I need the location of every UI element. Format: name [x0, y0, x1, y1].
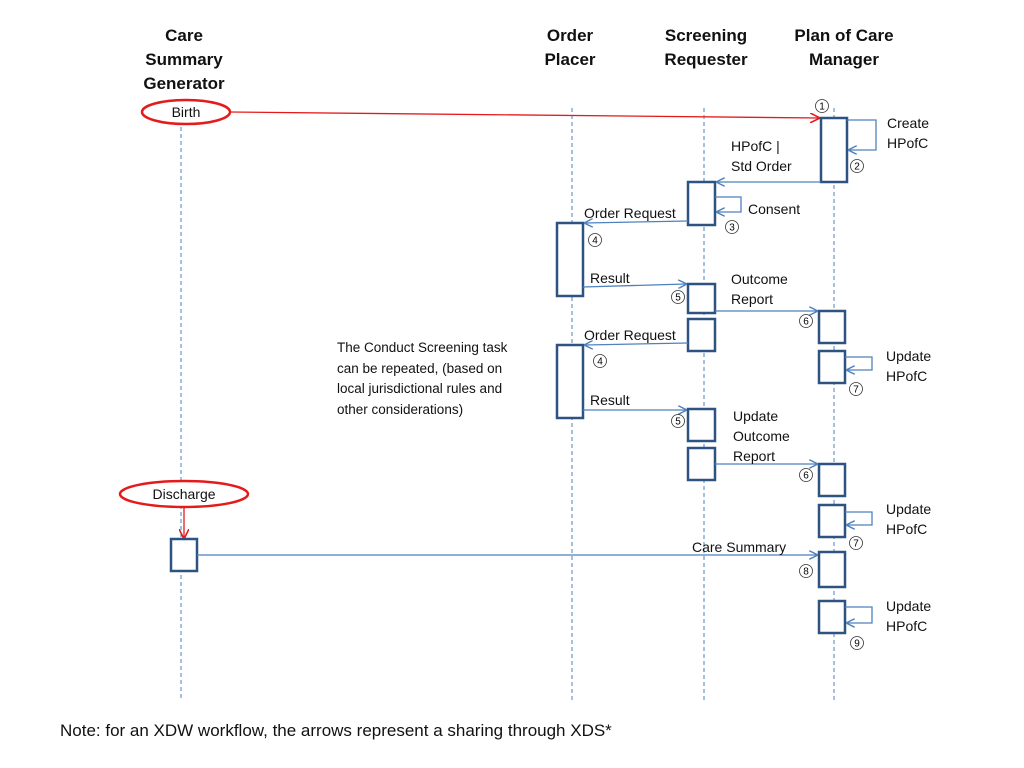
step-5-marker: 5	[671, 414, 685, 428]
update-hpofc-label: Update HPofC	[886, 501, 932, 537]
lifeline-header-order-placer: Order Placer	[544, 26, 596, 69]
birth-arrow	[229, 111, 819, 118]
order-request-label: Order Request	[584, 205, 676, 221]
step-8-marker: 8	[799, 564, 813, 578]
step-number: 9	[854, 639, 860, 650]
create-hpofc-label: Create HPofC	[887, 115, 930, 151]
arrow-order-request	[585, 221, 689, 223]
update-hpofc-label: Update HPofC	[886, 348, 932, 384]
step-number: 3	[729, 223, 735, 234]
footer-note: Note: for an XDW workflow, the arrows re…	[60, 721, 612, 740]
care-summary-label: Care Summary	[692, 539, 787, 555]
activation-box	[169, 537, 199, 573]
update-hpofc-label: Update HPofC	[886, 598, 932, 634]
self-arrow-update-hpofc	[845, 606, 873, 623]
step-4-marker: 4	[593, 354, 607, 368]
step-number: 5	[675, 293, 681, 304]
arrow-order-request	[585, 343, 689, 345]
outcome-report-label: Outcome Report	[731, 271, 788, 307]
result-label: Result	[590, 392, 630, 408]
step-6-marker: 6	[799, 468, 813, 482]
step-9-marker: 9	[850, 636, 864, 650]
step-7-marker: 7	[849, 536, 863, 550]
step-number: 1	[819, 102, 825, 113]
step-3-marker: 3	[725, 220, 739, 234]
step-5-marker: 5	[671, 290, 685, 304]
lifeline-header-care-summary-generator: Care Summary Generator	[143, 26, 225, 93]
step-2-marker: 2	[850, 159, 864, 173]
hpofc-std-order-label: HPofC | Std Order	[731, 138, 792, 174]
step-number: 4	[597, 357, 603, 368]
lifeline-header-screening-requester: Screening Requester	[664, 26, 748, 69]
activation-box	[555, 221, 585, 298]
activation-box	[686, 446, 717, 482]
repeat-annotation: The Conduct Screening task can be repeat…	[337, 340, 508, 417]
activation-box	[817, 503, 847, 539]
step-number: 6	[803, 471, 809, 482]
step-7-marker: 7	[849, 382, 863, 396]
activation-box	[686, 317, 717, 353]
lifeline-header-plan-of-care-manager: Plan of Care Manager	[794, 26, 894, 69]
step-number: 8	[803, 567, 809, 578]
activation-box	[555, 343, 585, 420]
order-request-label: Order Request	[584, 327, 676, 343]
activation-box	[817, 462, 847, 498]
birth-label: Birth	[171, 104, 201, 120]
step-6-marker: 6	[799, 314, 813, 328]
step-number: 6	[803, 317, 809, 328]
arrow-result	[582, 284, 686, 287]
consent-label: Consent	[748, 201, 801, 217]
activation-box	[817, 599, 847, 635]
activation-box	[819, 116, 849, 184]
self-arrow-update-hpofc	[845, 356, 873, 370]
step-number: 7	[853, 539, 859, 550]
step-number: 5	[675, 417, 681, 428]
activation-box	[686, 282, 717, 315]
activation-box	[686, 407, 717, 443]
discharge-label: Discharge	[152, 486, 216, 502]
self-arrow-update-hpofc	[845, 511, 873, 525]
step-4-marker: 4	[588, 233, 602, 247]
self-arrow-create-hpofc	[847, 119, 877, 150]
step-markers: 1 2 3 4 5 6 4 7 5 6 7 8 9	[588, 99, 864, 650]
result-label: Result	[590, 270, 630, 286]
self-arrow-consent	[715, 196, 742, 212]
step-number: 7	[853, 385, 859, 396]
activation-box	[686, 180, 717, 227]
activation-box	[817, 550, 847, 589]
step-number: 2	[854, 162, 860, 173]
activation-box	[817, 309, 847, 345]
update-outcome-report-label: Update Outcome Report	[733, 408, 790, 464]
step-1-marker: 1	[815, 99, 829, 113]
activation-box	[817, 349, 847, 385]
step-number: 4	[592, 236, 598, 247]
